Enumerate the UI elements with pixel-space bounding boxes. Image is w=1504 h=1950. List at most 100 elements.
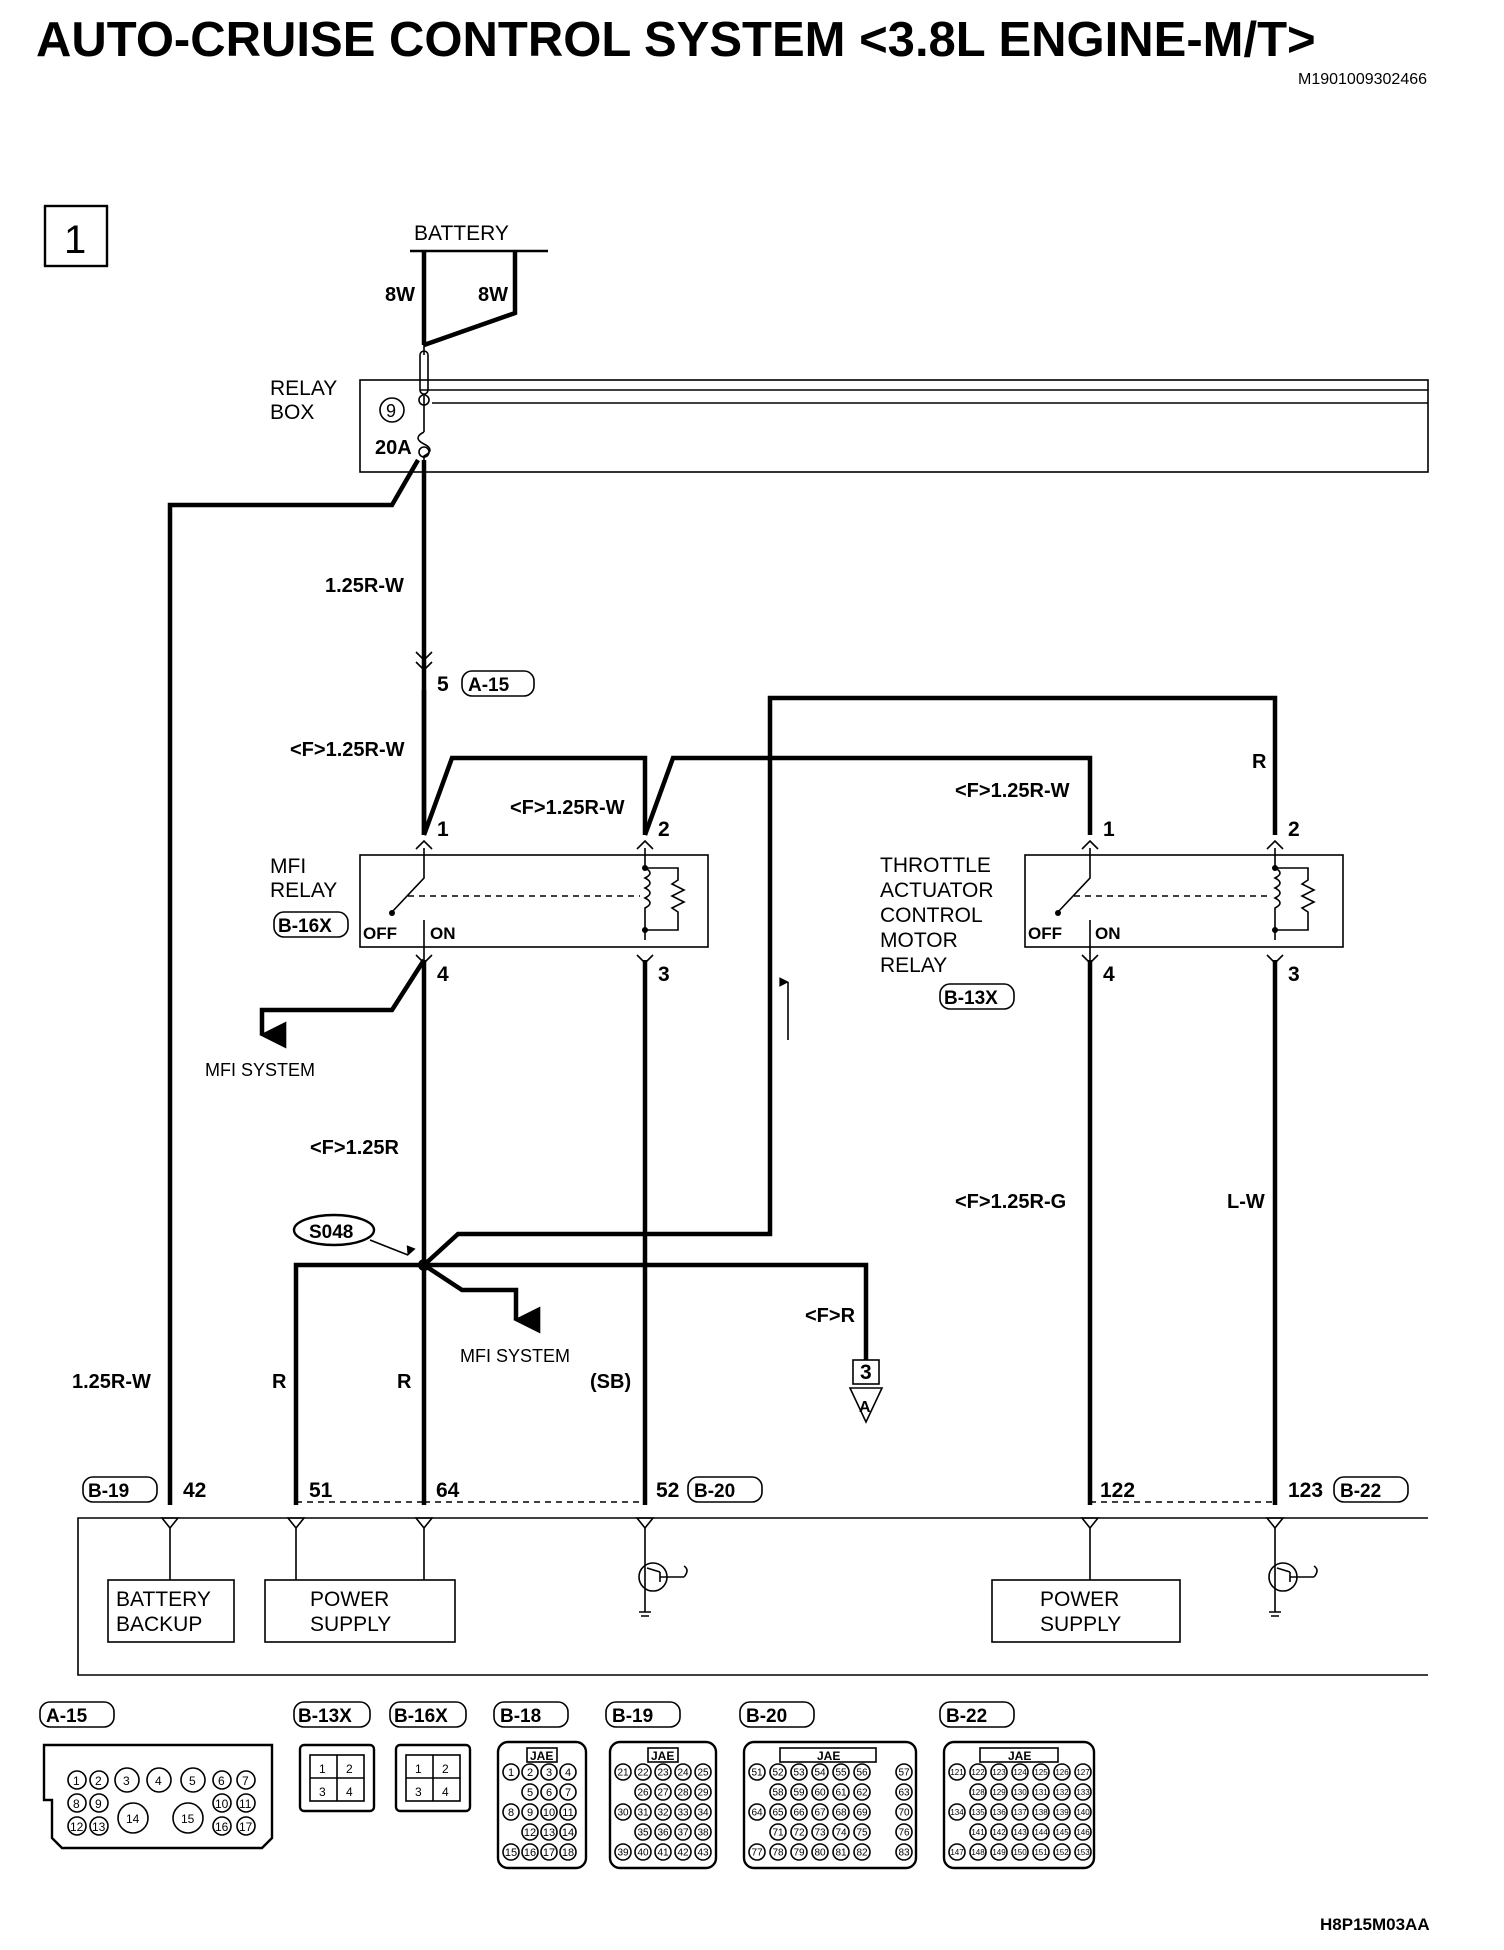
b18-pin-label: 3 (546, 1767, 552, 1779)
b20-pin-label: 69 (856, 1808, 868, 1819)
transistor-52 (638, 1552, 688, 1617)
b22-pin-circle (1074, 1843, 1092, 1861)
a15-pin-10: 10 (215, 1797, 229, 1811)
a15-name: A-15 (468, 675, 510, 696)
b22-pin-circle (948, 1843, 966, 1861)
battery-backup-wire (167, 458, 420, 1505)
ecu-pin-52: 52 (656, 1479, 679, 1502)
a15-pin-16: 16 (215, 1820, 229, 1834)
ecu-pin-51: 51 (309, 1479, 333, 1502)
b20-pin-circle (811, 1763, 829, 1781)
fuse-number-circle (379, 397, 405, 423)
b18-tag: JAE (530, 1749, 553, 1763)
b22-pin-label: 146 (1076, 1828, 1090, 1837)
b22-pin-label: 125 (1034, 1768, 1048, 1777)
b22-pin-label: 153 (1076, 1848, 1090, 1857)
b22-pin-circle (1032, 1763, 1050, 1781)
b19-pin-label: 24 (677, 1768, 689, 1779)
b22-pin-label: 144 (1034, 1828, 1048, 1837)
b22-pin-label: 140 (1076, 1808, 1090, 1817)
doc-id: M1901009302466 (1298, 71, 1427, 88)
b18-pin-circle (502, 1843, 520, 1861)
a15-pin-17: 17 (239, 1820, 253, 1834)
b22-pin-label: 123 (992, 1768, 1006, 1777)
b20-pin-label: 83 (898, 1848, 910, 1859)
battery-backup-box (107, 1579, 235, 1643)
b20-pin-circle (790, 1783, 808, 1801)
b22-pin-circle (948, 1763, 966, 1781)
b20-pin-label: 63 (898, 1788, 910, 1799)
b18-pin-label: 13 (543, 1827, 555, 1839)
b13x-pin-2: 2 (346, 1762, 353, 1776)
b19-pin-circle (674, 1783, 692, 1801)
mfi-relay-conn-box (273, 911, 349, 938)
b19-pin-label: 37 (677, 1828, 689, 1839)
a15-pin-15: 15 (181, 1812, 195, 1826)
b22-pin-circle (969, 1823, 987, 1841)
b22-pin-label: 127 (1076, 1768, 1090, 1777)
b20-pin-circle (769, 1783, 787, 1801)
wire-tac-out-label: <F>1.25R-G (955, 1191, 1066, 1213)
b19-pin-label: 36 (657, 1828, 669, 1839)
tac-coil-node-bot (1272, 927, 1278, 933)
b20-pin-label: 70 (898, 1808, 910, 1819)
ecu-pin-122: 122 (1100, 1479, 1135, 1502)
ecu-pin-marks (160, 1517, 1285, 1530)
b18-pin-label: 4 (565, 1767, 571, 1779)
b20-pin-circle (811, 1843, 829, 1861)
figure-code: H8P15M03AA (1320, 1915, 1430, 1934)
b20-pin-circle (895, 1803, 913, 1821)
b22-pin-label: 138 (1034, 1808, 1048, 1817)
battery-backup-label-1: BATTERY (116, 1588, 211, 1611)
b20-pin-circle (769, 1843, 787, 1861)
tac-relay-label-5: RELAY (880, 954, 947, 977)
b20-pin-circle (769, 1823, 787, 1841)
ecu-conn-b20: B-20 (694, 1481, 735, 1502)
b22-pin-label: 133 (1076, 1788, 1090, 1797)
a15-pin-4: 4 (155, 1774, 162, 1788)
b18-pin-circle (521, 1783, 539, 1801)
b20-pin-label: 54 (814, 1768, 826, 1779)
b22-pin-label: 126 (1055, 1768, 1069, 1777)
splice-to-pin51 (293, 1262, 424, 1505)
b20-pin-circle (748, 1763, 766, 1781)
b19-tag: JAE (651, 1749, 674, 1763)
b22-pin-circle (1011, 1823, 1029, 1841)
splice-to-tac-coil (422, 695, 1278, 1267)
b18-pin-circle (559, 1843, 577, 1861)
b20-pin-circle (790, 1843, 808, 1861)
power-supply-box-1 (264, 1579, 456, 1643)
b20-pin-circle (832, 1803, 850, 1821)
b20-pin-label: 58 (772, 1788, 784, 1799)
fuse-node (418, 394, 430, 406)
page-title: AUTO-CRUISE CONTROL SYSTEM <3.8L ENGINE-… (36, 13, 1316, 67)
b20-pin-label: 77 (751, 1848, 763, 1859)
tac-relay-off: OFF (1028, 924, 1062, 943)
b22-pin-circle (1032, 1843, 1050, 1861)
b20-pin-circle (790, 1803, 808, 1821)
wire-tac-coil-label: L-W (1227, 1191, 1265, 1213)
b19-pin-circle (694, 1783, 712, 1801)
b20-pin-circle (853, 1763, 871, 1781)
b20-pin-circle (832, 1823, 850, 1841)
mfi-pin-3: 3 (658, 963, 670, 986)
wire-main-feed-label: 1.25R-W (325, 575, 404, 597)
offpage-letter: A (859, 1399, 871, 1416)
b20-pin-label: 71 (772, 1828, 784, 1839)
b20-pin-circle (769, 1803, 787, 1821)
b22-pin-circle (1053, 1763, 1071, 1781)
ecu-pin-64: 64 (436, 1479, 460, 1502)
b13x-pin-4: 4 (346, 1785, 353, 1799)
b22-pin-circle (948, 1803, 966, 1821)
tac-relay-label-2: ACTUATOR (880, 879, 994, 902)
b22-pin-circle (990, 1803, 1008, 1821)
b20-pin-circle (832, 1763, 850, 1781)
conn-view-b13x: B-13X 1 2 3 4 (293, 1701, 376, 1813)
b20-pin-circle (853, 1783, 871, 1801)
mfi-pin-4: 4 (437, 963, 449, 986)
wire-mfi-pin2-label: <F>1.25R-W (510, 797, 625, 819)
b16x-pin-3: 3 (415, 1785, 422, 1799)
a15-pin-3: 3 (123, 1774, 130, 1788)
